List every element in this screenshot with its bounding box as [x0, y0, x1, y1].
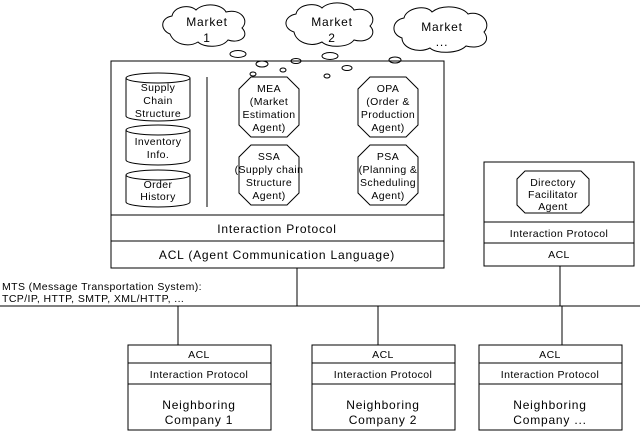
market-cloud-3-title: Market — [421, 20, 462, 34]
db-supply-line-1: Supply — [141, 82, 176, 94]
company-3-name-line-1: Neighboring — [513, 398, 587, 412]
agent-mea — [238, 76, 300, 138]
ssa-line-4: Agent) — [252, 190, 285, 202]
directory-line-2: Facilitator — [528, 189, 578, 201]
market-cloud-1-number: 1 — [203, 31, 210, 45]
company-2-acl: ACL — [372, 349, 394, 361]
ssa-line-3: Structure — [246, 177, 292, 189]
mea-line-3: Estimation — [242, 109, 295, 121]
market-cloud-1-title: Market — [186, 15, 227, 29]
market-cloud-3-number: ... — [436, 35, 448, 49]
psa-line-2: (Planning & — [359, 164, 418, 176]
company-2-protocol: Interaction Protocol — [334, 369, 432, 381]
market-cloud-1: Market 1 — [162, 4, 246, 47]
company-2-name-line-1: Neighboring — [346, 398, 420, 412]
market-cloud-3: Market ... — [393, 6, 488, 53]
directory-box — [483, 161, 635, 267]
market-cloud-2: Market 2 — [285, 2, 374, 47]
db-order-line-2: History — [140, 191, 176, 203]
db-supply-line-2: Chain — [143, 95, 172, 107]
company-1-box — [127, 344, 272, 431]
psa-line-4: Agent) — [371, 190, 404, 202]
opa-line-4: Agent) — [371, 122, 404, 134]
mts-label-line-2: TCP/IP, HTTP, SMTP, XML/HTTP, ... — [2, 293, 184, 305]
agent-ssa — [238, 144, 300, 206]
company-3-acl: ACL — [539, 349, 561, 361]
company-2-box — [311, 344, 456, 431]
mea-line-2: (Market — [250, 96, 288, 108]
directory-line-3: Agent — [538, 201, 567, 213]
ssa-line-2: (Supply chain — [235, 164, 304, 176]
main-interaction-protocol: Interaction Protocol — [217, 222, 336, 236]
company-1-protocol: Interaction Protocol — [150, 369, 248, 381]
db-inventory-line-1: Inventory — [135, 136, 182, 148]
company-3-box — [478, 344, 623, 431]
db-inventory-line-2: Info. — [147, 149, 169, 161]
ssa-line-1: SSA — [258, 151, 280, 163]
database-supply-chain-structure — [125, 72, 191, 122]
company-1-acl: ACL — [188, 349, 210, 361]
company-1-name-line-2: Company 1 — [165, 413, 234, 427]
thought-bubbles — [229, 50, 402, 79]
database-inventory-info — [125, 124, 191, 166]
opa-line-2: (Order & — [366, 96, 409, 108]
db-order-line-1: Order — [144, 179, 173, 191]
opa-line-1: OPA — [377, 83, 400, 95]
company-1-name-line-1: Neighboring — [162, 398, 236, 412]
directory-interaction-protocol: Interaction Protocol — [510, 228, 608, 240]
company-2-name-line-2: Company 2 — [349, 413, 418, 427]
agent-opa — [357, 76, 419, 138]
company-3-protocol: Interaction Protocol — [501, 369, 599, 381]
market-cloud-2-title: Market — [311, 15, 352, 29]
company-3-name-line-2: Company ... — [513, 413, 587, 427]
agent-psa — [357, 144, 419, 206]
market-cloud-2-number: 2 — [328, 31, 335, 45]
psa-line-1: PSA — [377, 151, 399, 163]
mea-line-4: Agent) — [252, 122, 285, 134]
mea-line-1: MEA — [257, 83, 281, 95]
opa-line-3: Production — [361, 109, 415, 121]
database-order-history — [125, 169, 191, 208]
psa-line-3: Scheduling — [360, 177, 416, 189]
main-system-box — [110, 60, 445, 269]
mts-label-line-1: MTS (Message Transportation System): — [2, 281, 202, 293]
agent-directory-facilitator — [516, 170, 590, 214]
db-supply-line-3: Structure — [135, 108, 181, 120]
directory-line-1: Directory — [530, 177, 576, 189]
directory-acl: ACL — [548, 249, 570, 261]
main-acl: ACL (Agent Communication Language) — [159, 248, 395, 262]
